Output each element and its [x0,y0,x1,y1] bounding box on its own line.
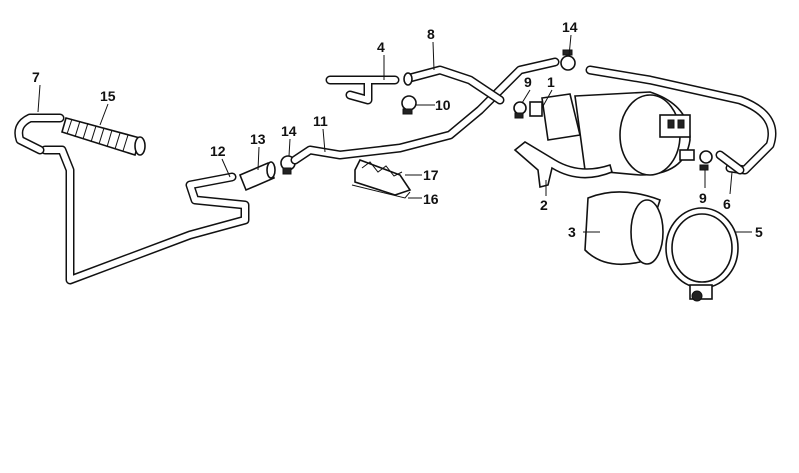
clamp-9-right [699,164,709,171]
clamp-band-5 [665,207,739,302]
hose-6 [585,65,777,175]
callout-16: 16 [423,191,439,207]
holder-16-17 [351,158,412,199]
callout-5: 5 [755,224,763,240]
rubber-sleeve-3 [584,191,664,266]
callout-14: 14 [281,123,297,139]
clamp-14-top [560,49,576,71]
callout-7: 7 [32,69,40,85]
callout-4: 4 [377,39,385,55]
callout-10: 10 [435,97,451,113]
hose-8 [403,65,505,105]
fuel-line-7-12 [14,113,250,285]
callout-12: 12 [210,143,226,159]
clamp-10 [401,95,417,115]
callout-labels: 7 15 12 13 14 11 4 8 10 9 1 14 17 16 2 3… [32,19,763,240]
callout-3: 3 [568,224,576,240]
connector-13 [238,161,276,192]
clamp-9 [513,101,527,119]
bracket-2 [513,141,613,188]
leader-lines [37,34,752,233]
pipe-4 [325,75,400,105]
callout-14-top: 14 [562,19,578,35]
callout-8: 8 [427,26,435,42]
callout-11: 11 [313,113,328,129]
fuel-line-11 [290,57,560,165]
callout-1: 1 [547,74,555,90]
callout-9: 9 [524,74,532,90]
callout-6: 6 [723,196,731,212]
protective-hose-15 [61,117,146,157]
callout-13: 13 [250,131,266,147]
fuel-pump-1 [529,91,745,176]
callout-15: 15 [100,88,116,104]
callout-17: 17 [423,167,439,183]
callout-2: 2 [540,197,548,213]
callout-9-right: 9 [699,190,707,206]
